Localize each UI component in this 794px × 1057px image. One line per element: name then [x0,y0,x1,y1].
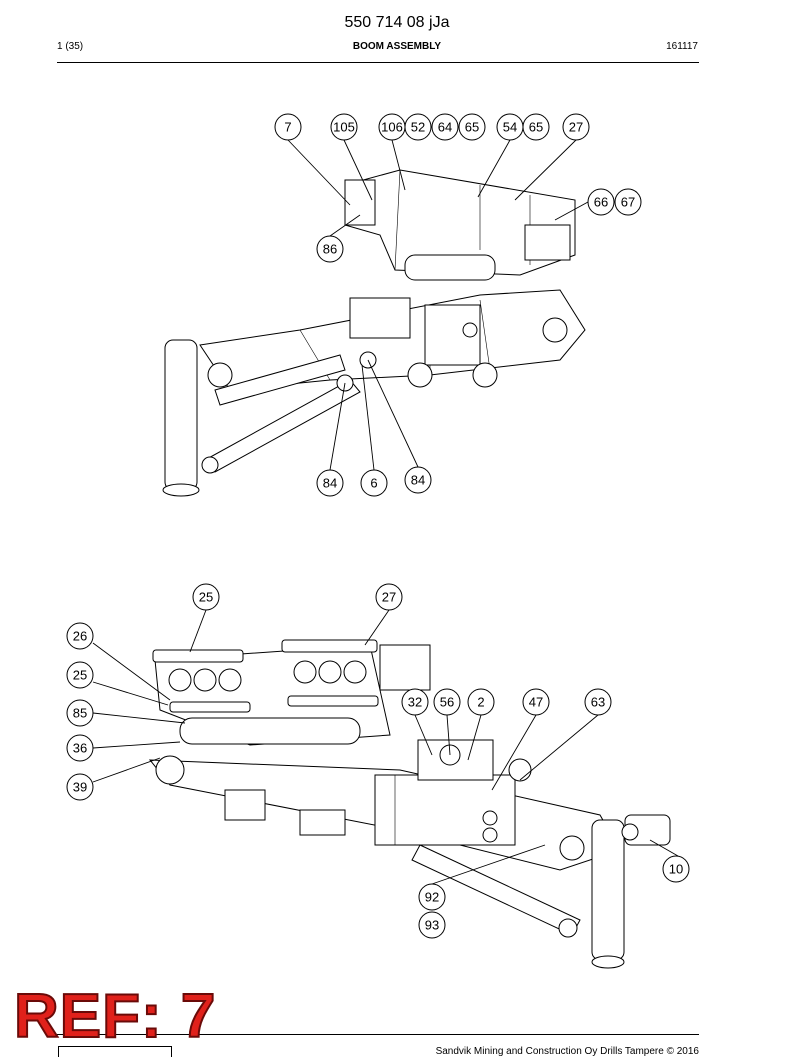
top-view-leader-lines [287,139,589,471]
callout: 66 [587,188,615,216]
callout: 67 [614,188,642,216]
callout: 84 [316,469,344,497]
callout: 85 [66,699,94,727]
svg-text:36: 36 [73,741,87,756]
callout: 27 [375,583,403,611]
callout: 7 [274,113,302,141]
callout: 26 [66,622,94,650]
callout: 10 [662,855,690,883]
page-number: 1 (35) [57,41,84,52]
svg-text:64: 64 [438,120,452,135]
bottom-view-leader-lines [92,609,679,885]
svg-text:27: 27 [382,590,396,605]
callout: 84 [404,466,432,494]
svg-text:106: 106 [381,120,403,135]
svg-text:32: 32 [408,695,422,710]
svg-text:26: 26 [73,629,87,644]
callout: 65 [522,113,550,141]
bottom-view-boom-drawing [148,639,671,969]
svg-text:54: 54 [503,120,517,135]
svg-text:93: 93 [425,918,439,933]
callout: 52 [404,113,432,141]
callout: 106 [378,113,406,141]
svg-text:67: 67 [621,195,635,210]
callout: 86 [316,235,344,263]
svg-text:25: 25 [73,668,87,683]
callout: 36 [66,734,94,762]
svg-text:66: 66 [594,195,608,210]
svg-text:25: 25 [199,590,213,605]
callout: 25 [192,583,220,611]
svg-text:52: 52 [411,120,425,135]
callout: 63 [584,688,612,716]
svg-text:84: 84 [411,473,425,488]
svg-text:27: 27 [569,120,583,135]
svg-text:65: 65 [529,120,543,135]
svg-text:86: 86 [323,242,337,257]
callout: 56 [433,688,461,716]
footer-copyright: Sandvik Mining and Construction Oy Drill… [435,1046,699,1057]
svg-text:105: 105 [333,120,355,135]
svg-text:10: 10 [669,862,683,877]
top-view-boom-drawing [162,169,586,497]
svg-text:84: 84 [323,476,337,491]
svg-text:65: 65 [465,120,479,135]
brand-logo-strip [58,1046,172,1057]
svg-text:39: 39 [73,780,87,795]
callout: 47 [522,688,550,716]
callout: 54 [496,113,524,141]
document-date: 161117 [666,41,698,52]
svg-text:63: 63 [591,695,605,710]
callout: 92 [418,883,446,911]
svg-text:47: 47 [529,695,543,710]
svg-text:2: 2 [477,695,484,710]
svg-text:92: 92 [425,890,439,905]
svg-text:56: 56 [440,695,454,710]
callout: 65 [458,113,486,141]
svg-text:85: 85 [73,706,87,721]
svg-text:7: 7 [284,120,291,135]
footer-rule [57,1034,699,1035]
callout: 93 [418,911,446,939]
callout: 6 [360,469,388,497]
callout: 27 [562,113,590,141]
callout: 105 [330,113,358,141]
page-title: BOOM ASSEMBLY [352,41,442,52]
svg-text:6: 6 [370,476,377,491]
header-rule [57,62,699,63]
callout: 25 [66,661,94,689]
callout: 39 [66,773,94,801]
document-number: 550 714 08 jJa [344,14,450,31]
callout: 32 [401,688,429,716]
callout: 64 [431,113,459,141]
ref-stamp: REF: 7 [13,982,217,1051]
callout: 2 [467,688,495,716]
